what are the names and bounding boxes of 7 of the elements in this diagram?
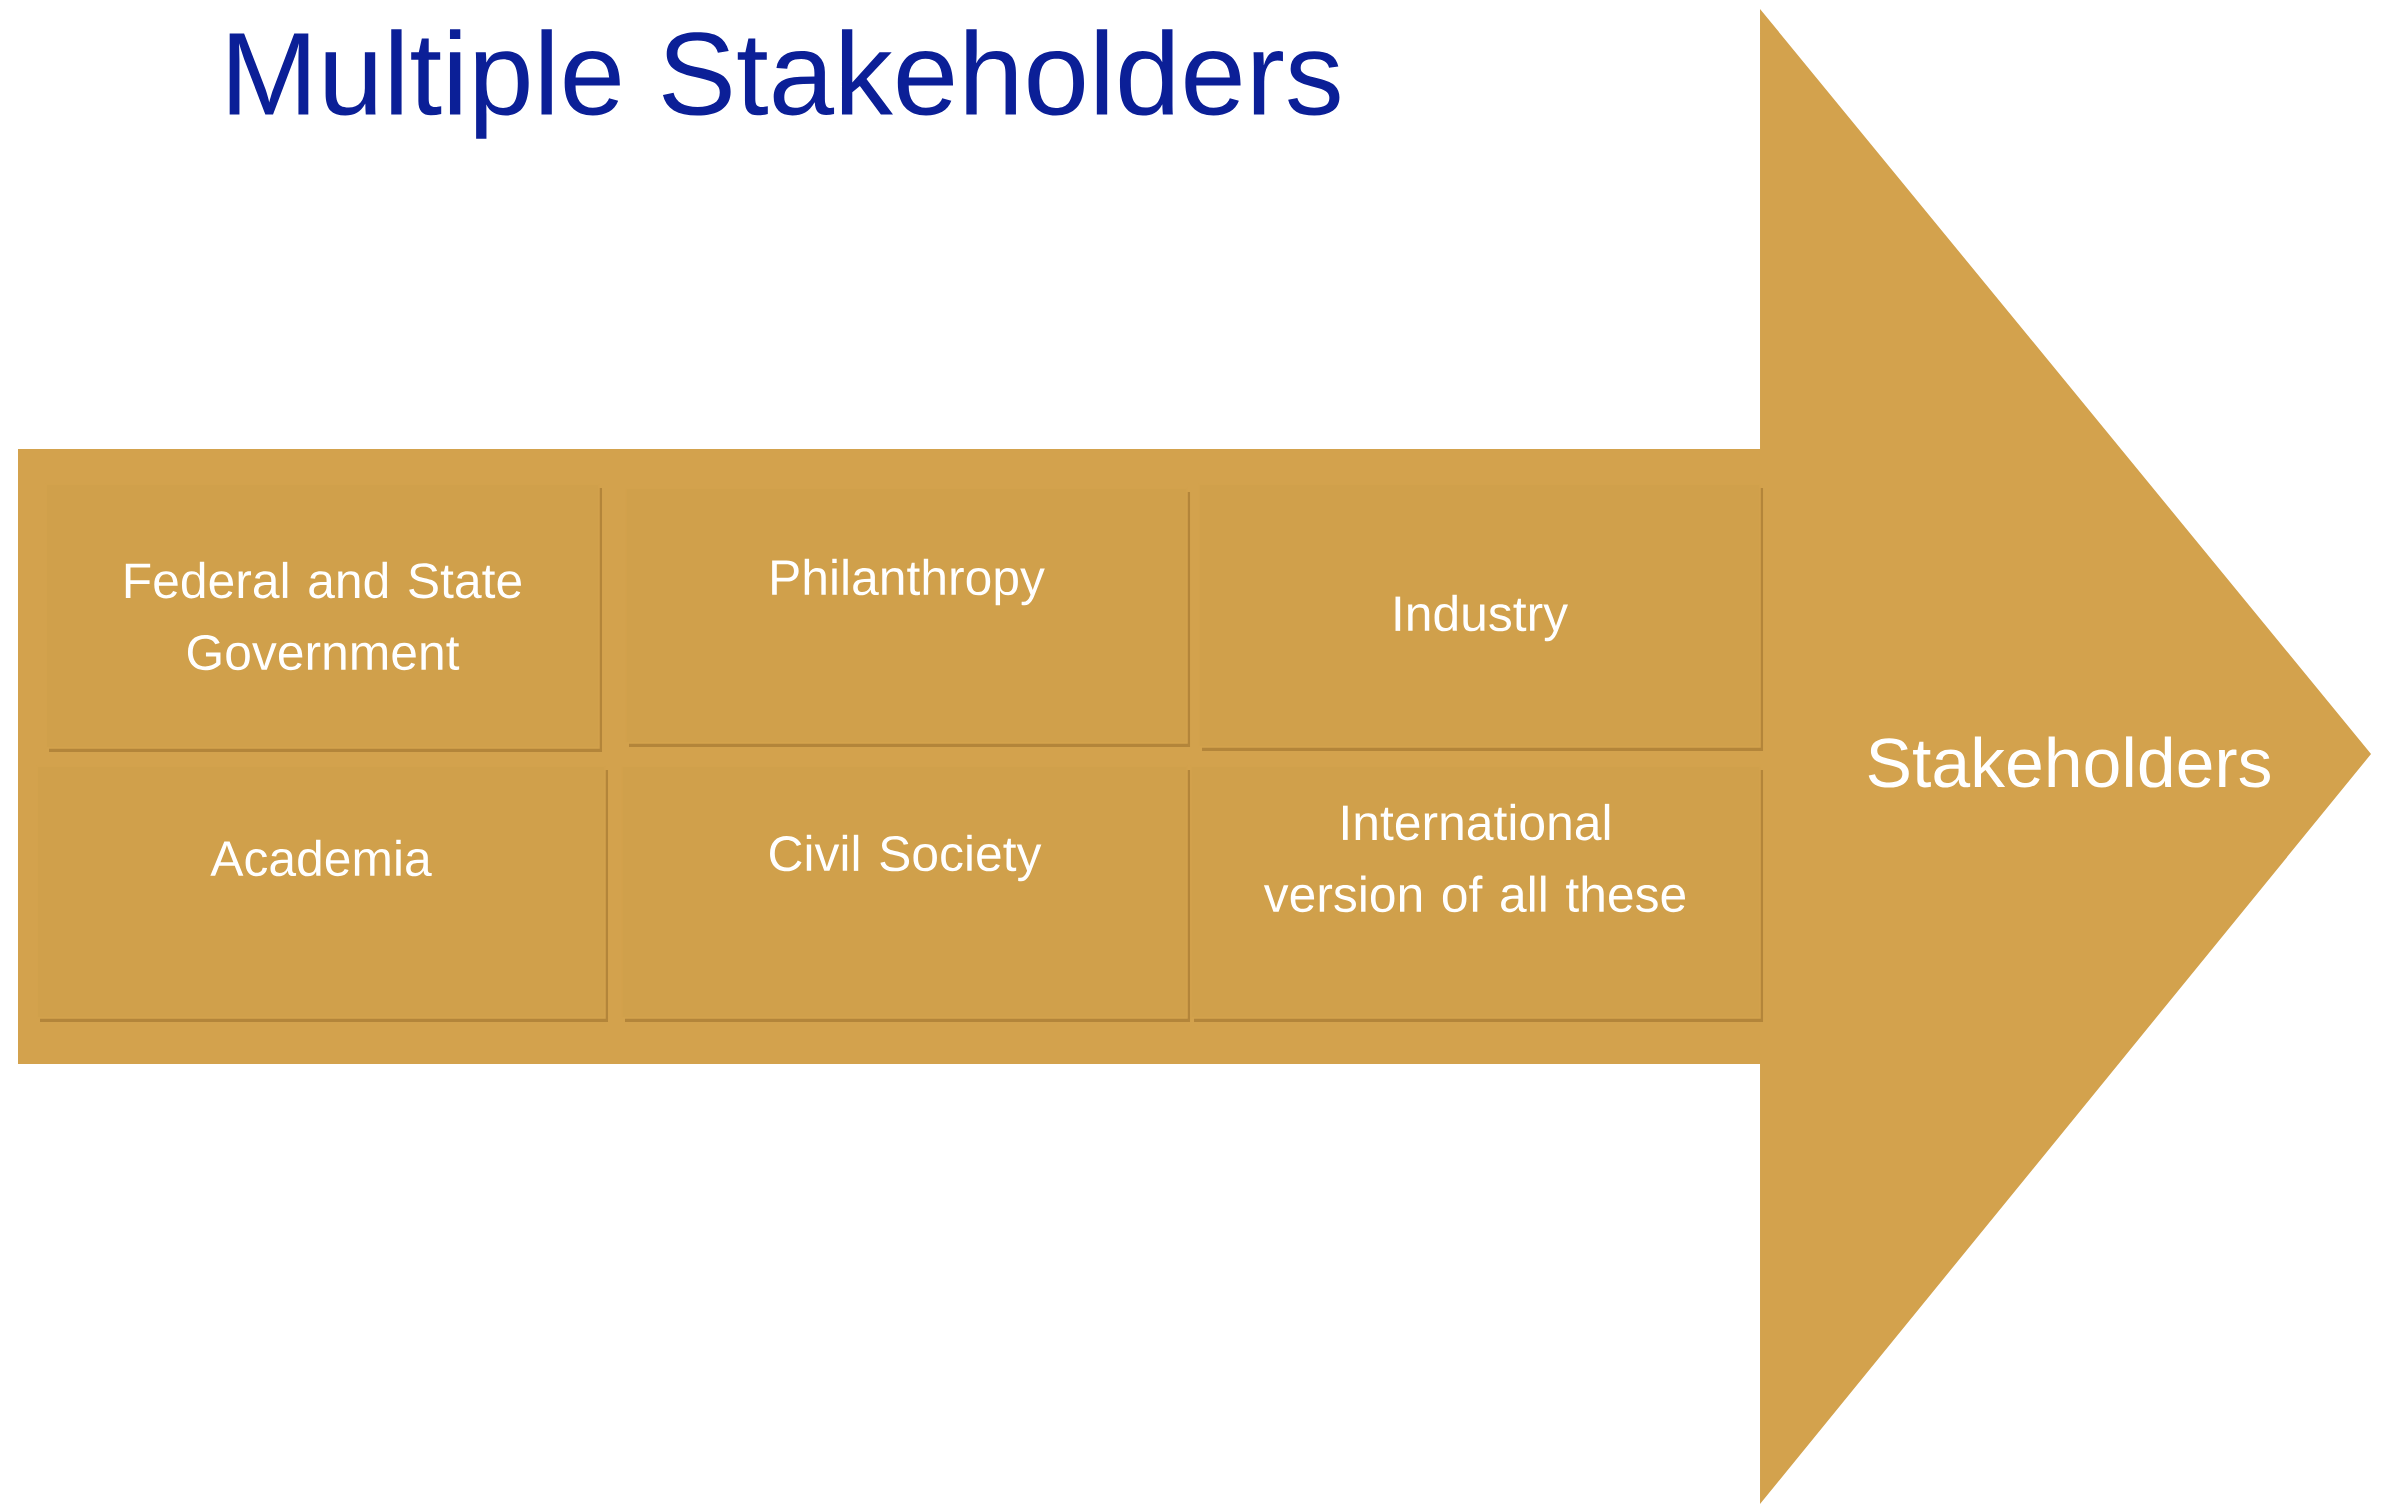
stakeholder-box: International version of all these <box>1190 765 1763 1022</box>
stakeholder-box: Civil Society <box>621 765 1190 1022</box>
stakeholder-box: Philanthropy <box>625 487 1190 747</box>
stakeholder-box: Federal and State Government <box>45 483 602 752</box>
title: Multiple Stakeholders <box>229 29 1340 139</box>
stakeholder-box: Industry <box>1198 483 1763 751</box>
stakeholder-box: Academia <box>36 765 608 1022</box>
